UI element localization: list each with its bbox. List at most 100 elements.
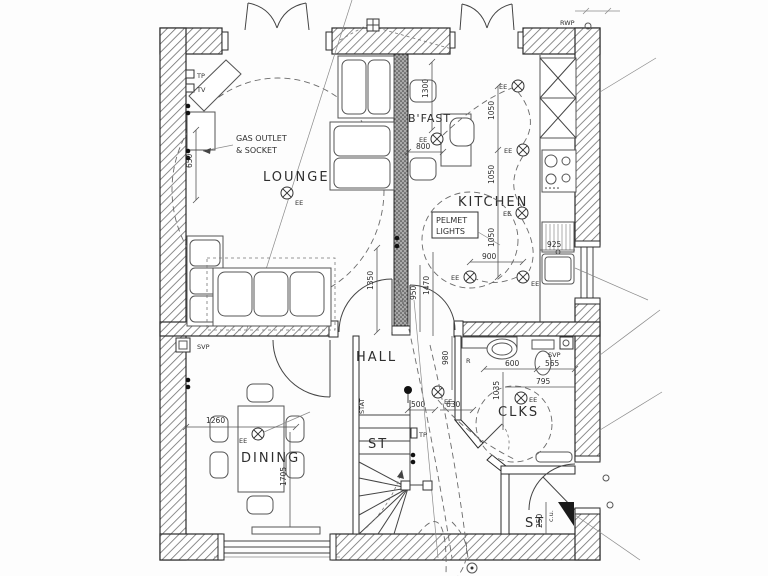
room-clks: R SVP EE CLKS 600 565 795 1035 — [461, 336, 579, 463]
rwp-icon — [584, 22, 592, 30]
tp-socket-label: TP — [196, 72, 205, 80]
lounge-hall-door — [338, 278, 393, 333]
socket-icon — [410, 459, 416, 465]
ceiling-light-icon — [511, 79, 525, 93]
sofa-alt-outline — [206, 257, 336, 331]
stairs-left-wall — [352, 335, 360, 535]
svp-label: SVP — [548, 351, 561, 359]
dim-1050: 1050 — [487, 101, 496, 120]
ee-label: EE — [239, 437, 247, 445]
newel-post — [422, 480, 433, 491]
ee-label: EE — [504, 147, 512, 155]
tv-socket-label: TV — [196, 86, 206, 94]
gas-outlet-note2: & SOCKET — [236, 146, 277, 155]
ceiling-light-icon — [280, 186, 294, 200]
french-doors-lounge — [221, 2, 333, 51]
dim-1260: 1260 — [206, 416, 225, 425]
kitchen-door — [409, 284, 456, 331]
dining-chair — [209, 415, 229, 443]
socket-icon — [410, 452, 416, 458]
dining-table — [237, 405, 285, 493]
dim-800: 800 — [416, 142, 431, 151]
svp-icon — [175, 337, 191, 353]
ee-label: EE — [451, 274, 459, 282]
ceiling-light-icon — [516, 143, 530, 157]
ceiling-light-icon — [463, 270, 477, 284]
room-label-stairs: ST — [368, 437, 388, 452]
clks-wiring-circle — [475, 385, 553, 463]
basin — [486, 338, 518, 360]
room-label-bfast: B'FAST — [408, 112, 451, 125]
consumer-unit-label: c.u. — [547, 510, 555, 522]
room-label-lounge: LOUNGE — [263, 170, 330, 185]
french-doors-bfast — [449, 3, 524, 49]
svp-icon — [559, 336, 574, 350]
dim-900: 900 — [482, 252, 497, 261]
room-dining: DINING EE 1260 1705 SVP — [175, 337, 321, 535]
bfast-chair — [409, 157, 437, 181]
smoke-detector-icon — [404, 386, 412, 394]
wc-cistern — [531, 339, 555, 350]
sink — [541, 253, 575, 285]
room-store: ST c.u. 250 — [525, 474, 641, 561]
socket-icon — [185, 103, 191, 109]
dim-600: 600 — [505, 359, 520, 368]
store-top-wall — [500, 465, 576, 475]
dining-window — [214, 533, 340, 561]
ceiling-light-icon — [514, 391, 528, 405]
stat-label: STAT — [358, 398, 366, 414]
ceiling-light-icon — [251, 427, 265, 441]
ee-label: EE — [419, 136, 427, 144]
dim-500: 500 — [411, 400, 426, 409]
dining-chair — [285, 451, 305, 479]
dining-chair — [246, 495, 274, 515]
bfast-chair — [449, 117, 475, 147]
radiator-label: R — [466, 357, 471, 365]
ceiling-light-icon — [431, 385, 445, 399]
ceiling-light-icon — [516, 270, 530, 284]
room-lounge: LOUNGE EE GAS OUTLET & SOCKET TP TV 650 — [171, 0, 453, 333]
radiator — [251, 526, 321, 535]
sofa-main — [212, 267, 332, 327]
pelmet-lights-box — [431, 211, 479, 239]
survey-point-icon — [466, 562, 478, 574]
pelmet-note: PELMET — [436, 216, 467, 225]
clks-angled-wall-a — [453, 419, 484, 449]
ee-label: EE — [503, 210, 511, 218]
dining-chair — [246, 383, 274, 403]
store-left-wall — [500, 473, 510, 535]
tp-socket-label: TP — [418, 431, 427, 439]
ee-label: EE — [499, 83, 507, 91]
room-label-dining: DINING — [241, 451, 300, 466]
room-label-hall: HALL — [356, 350, 397, 365]
dining-chair — [285, 415, 305, 443]
dim-950: 950 — [409, 285, 418, 300]
dining-chair — [209, 451, 229, 479]
dim-1050: 1050 — [487, 228, 496, 247]
dim-565: 565 — [545, 359, 560, 368]
dim-1035: 1035 — [492, 381, 501, 400]
dim-925: 925 — [547, 240, 562, 249]
socket-icon — [394, 235, 400, 241]
ceiling-light-icon — [430, 132, 444, 146]
pelmet-note2: LIGHTS — [436, 227, 465, 236]
dining-door — [272, 339, 331, 398]
ee-label: EE — [295, 199, 303, 207]
dim-980: 980 — [441, 350, 450, 365]
rwp-label: RWP — [560, 19, 575, 27]
corner-tv-unit — [188, 59, 242, 112]
socket-icon — [185, 155, 191, 161]
windows — [214, 240, 601, 561]
svp-label: SVP — [197, 343, 210, 351]
room-bfast: B'FAST EE 1300 800 — [404, 58, 475, 181]
gas-outlet-note: GAS OUTLET — [236, 134, 287, 143]
dim-795: 795 — [536, 377, 551, 386]
party-spine-wall — [393, 53, 409, 329]
kitchen-wiring-circle — [421, 191, 519, 289]
socket-icon — [185, 110, 191, 116]
dim-1300: 1300 — [421, 79, 430, 98]
ee-label: EE — [529, 396, 537, 404]
dim-1705: 1705 — [279, 467, 288, 486]
